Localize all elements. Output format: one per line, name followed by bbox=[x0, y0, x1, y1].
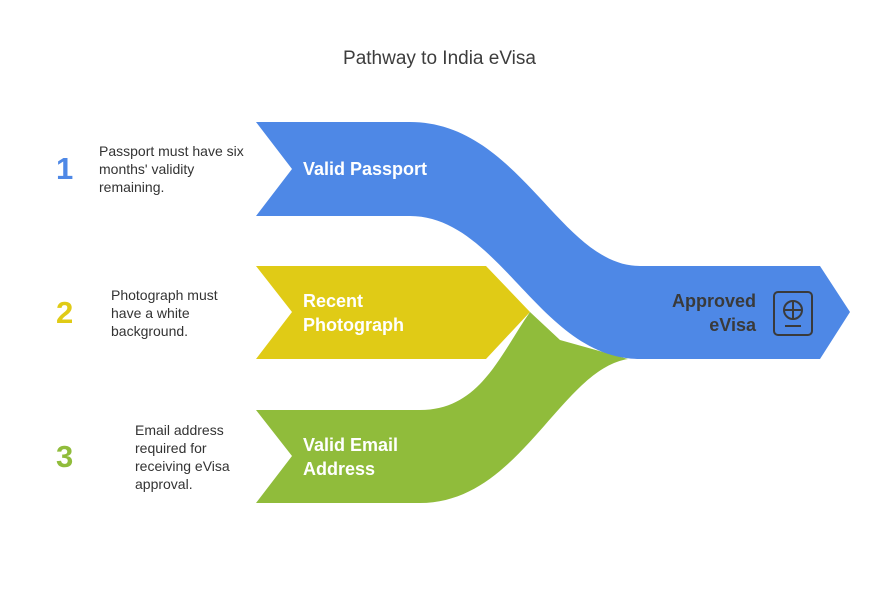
step-number-1: 1 bbox=[56, 151, 74, 186]
step-label-3: Valid Email Address bbox=[303, 435, 399, 479]
step-description-3: Email address required for receiving eVi… bbox=[135, 422, 230, 492]
step-label-1: Valid Passport bbox=[303, 159, 428, 179]
step-description-1: Passport must have six months' validity … bbox=[99, 143, 244, 195]
step-number-3: 3 bbox=[56, 439, 74, 474]
diagram-title: Pathway to India eVisa bbox=[343, 48, 536, 69]
photograph-arrow bbox=[256, 266, 530, 359]
result-label: Approved eVisa bbox=[671, 291, 756, 335]
step-description-2: Photograph must have a white background. bbox=[111, 287, 218, 339]
step-number-2: 2 bbox=[56, 295, 74, 330]
email-band bbox=[256, 312, 628, 503]
passport-band bbox=[256, 122, 850, 359]
step-label-2: Recent Photograph bbox=[303, 291, 404, 335]
passport-icon bbox=[773, 291, 813, 336]
